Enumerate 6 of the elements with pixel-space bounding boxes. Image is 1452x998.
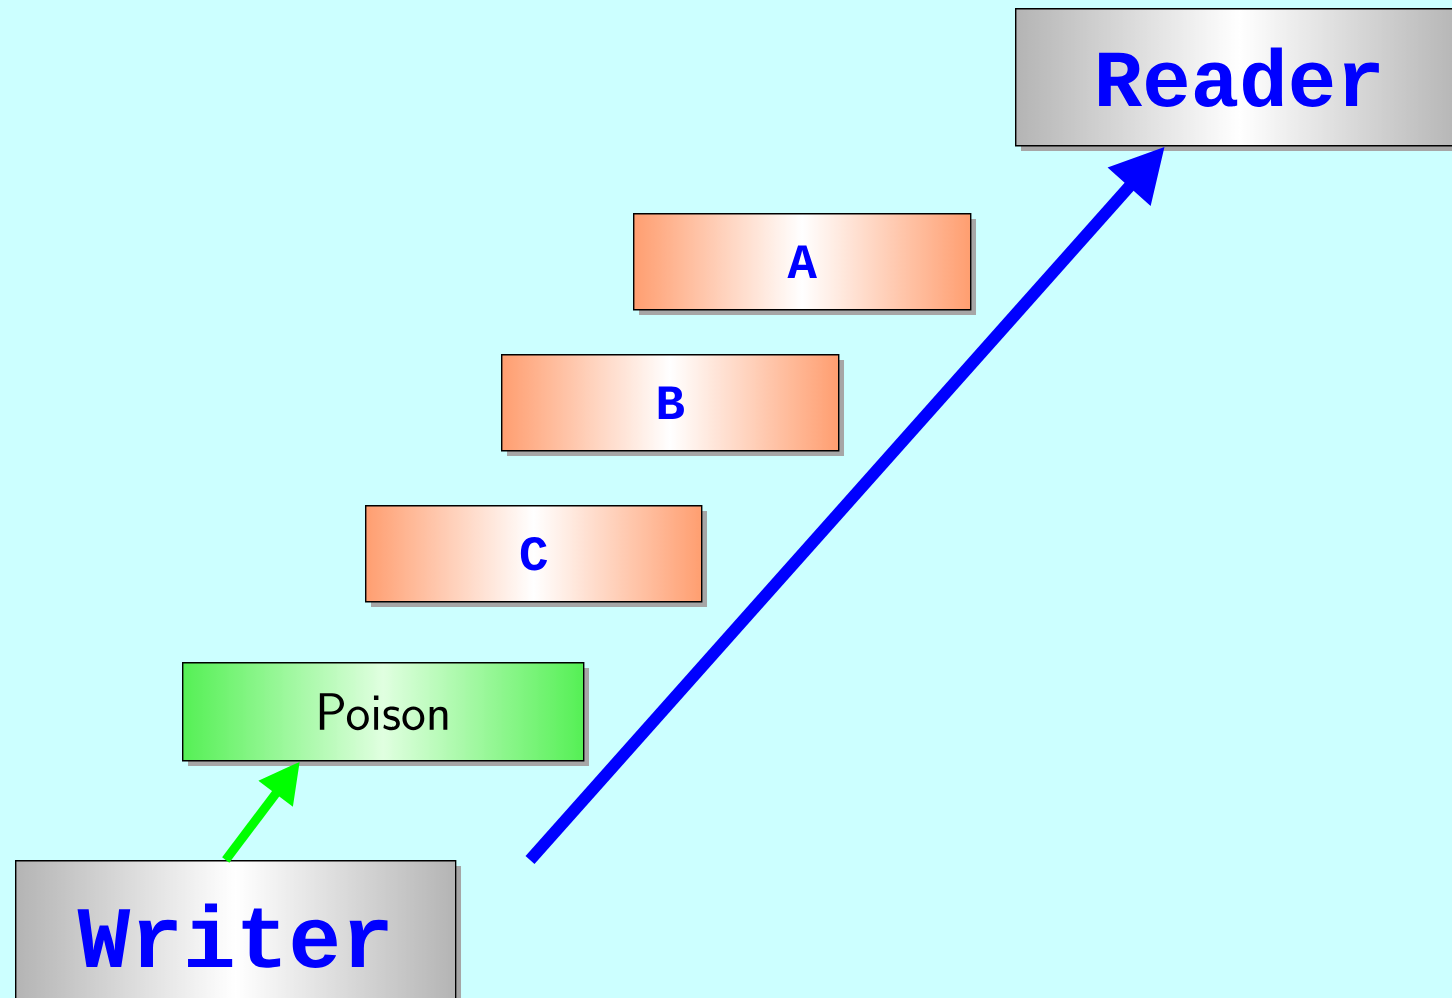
box: Writer bbox=[15, 860, 461, 998]
box: Poison bbox=[182, 662, 589, 766]
box: B bbox=[501, 354, 844, 456]
box: C bbox=[365, 505, 707, 607]
box: Reader bbox=[1015, 8, 1452, 151]
box: A bbox=[633, 213, 976, 315]
